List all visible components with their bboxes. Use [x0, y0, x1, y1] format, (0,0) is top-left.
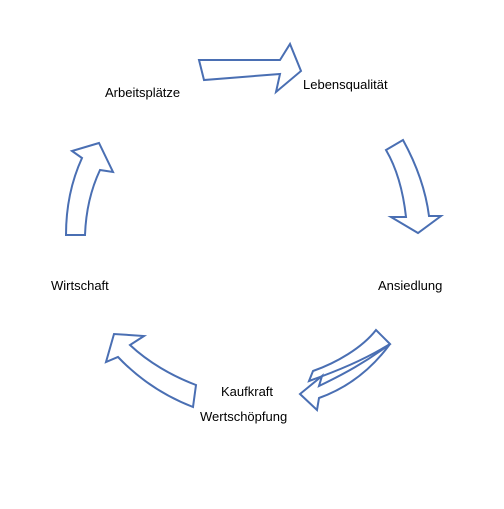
label-wertschoepfung: Wertschöpfung: [200, 409, 287, 424]
arrow-arbeitsplaetze-to-lebensqualitaet: [197, 41, 303, 95]
label-kaufkraft: Kaufkraft: [221, 384, 273, 399]
arrow-ansiedlung-to-kaufkraft-head: [298, 343, 391, 413]
arrow-wirtschaft-to-arbeitsplaetze: [64, 141, 115, 236]
label-lebensqualitaet: Lebensqualität: [303, 77, 388, 92]
label-wirtschaft: Wirtschaft: [51, 278, 109, 293]
arrow-kaufkraft-to-wirtschaft: [104, 332, 198, 409]
arrow-ansiedlung-to-kaufkraft: [307, 328, 392, 383]
arrow-lebensqualitaet-to-ansiedlung: [384, 138, 445, 235]
label-arbeitsplaetze: Arbeitsplätze: [105, 85, 180, 100]
label-ansiedlung: Ansiedlung: [378, 278, 442, 293]
